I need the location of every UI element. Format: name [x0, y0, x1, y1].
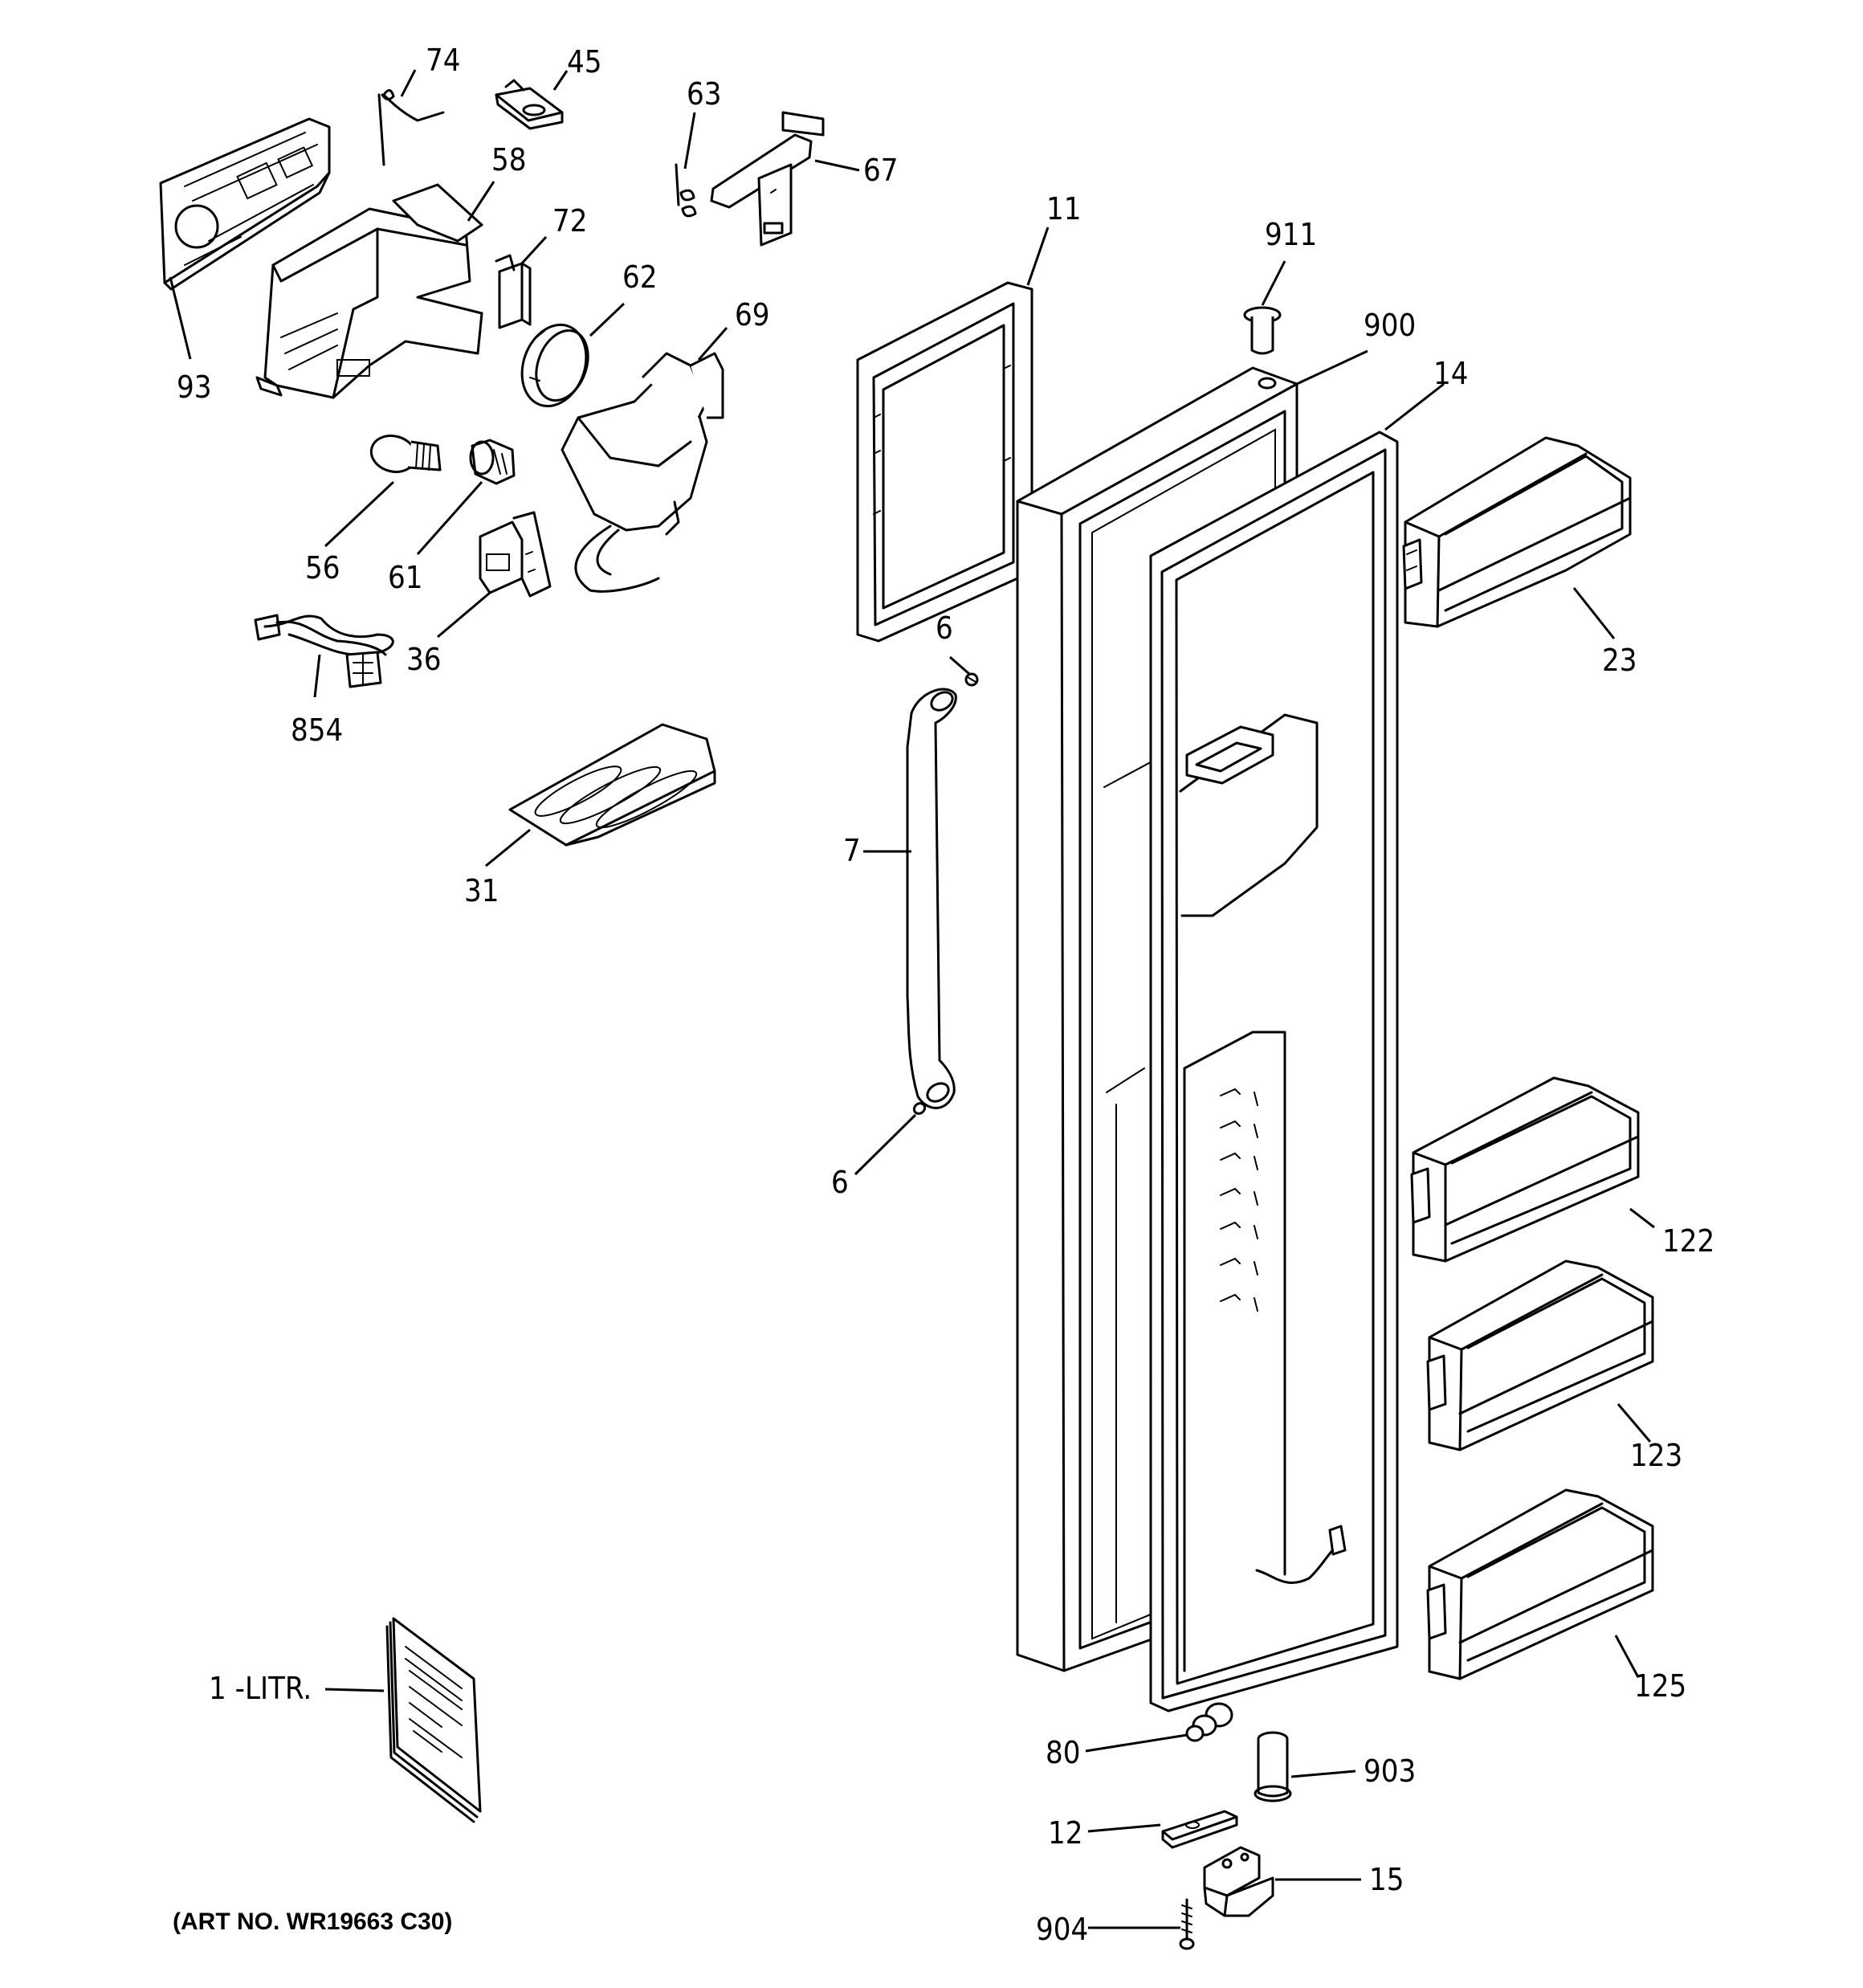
part-15-hinge[interactable] — [1203, 1846, 1274, 1917]
part-56-bulb[interactable] — [367, 431, 442, 477]
part-72-switch[interactable] — [495, 254, 532, 329]
part-6-screw-bottom[interactable] — [912, 1101, 927, 1116]
part-63-spring[interactable] — [675, 163, 697, 218]
label-6-bottom: 6 — [831, 1165, 849, 1200]
label-58: 58 — [491, 142, 527, 178]
part-93-control-panel[interactable] — [159, 117, 331, 291]
label-903: 903 — [1364, 1753, 1416, 1789]
label-14: 14 — [1433, 356, 1469, 391]
label-123: 123 — [1630, 1438, 1682, 1473]
part-7-handle[interactable] — [906, 688, 957, 1109]
label-911: 911 — [1265, 217, 1317, 252]
part-69-ice-chute[interactable] — [561, 352, 724, 593]
part-61-socket[interactable] — [469, 439, 516, 485]
label-74: 74 — [426, 43, 461, 78]
part-58-housing[interactable] — [255, 183, 483, 399]
part-6-screw-top[interactable] — [964, 672, 979, 687]
label-7: 7 — [843, 833, 861, 868]
label-900: 900 — [1364, 308, 1416, 343]
label-125: 125 — [1634, 1668, 1686, 1704]
label-31: 31 — [464, 873, 499, 908]
label-904: 904 — [1036, 1912, 1088, 1947]
label-67: 67 — [863, 153, 899, 188]
part-80-bushing[interactable] — [1185, 1702, 1233, 1742]
part-125-door-bin[interactable] — [1426, 1488, 1654, 1680]
label-69: 69 — [735, 297, 770, 333]
label-56: 56 — [305, 550, 340, 586]
leader-lines — [169, 69, 1655, 1929]
label-854: 854 — [291, 712, 343, 748]
label-36: 36 — [406, 642, 442, 677]
label-1-litr: 1 -LITR. — [209, 1671, 312, 1706]
part-labels: 74 45 63 67 58 72 62 69 93 56 61 36 854 … — [173, 43, 1714, 1947]
label-61: 61 — [388, 560, 423, 595]
label-6-top: 6 — [936, 610, 953, 646]
label-45: 45 — [567, 44, 602, 80]
part-903-pin[interactable] — [1254, 1731, 1292, 1802]
label-122: 122 — [1662, 1223, 1714, 1259]
part-12-shim[interactable] — [1161, 1810, 1238, 1849]
label-62: 62 — [622, 259, 658, 295]
label-23: 23 — [1602, 643, 1637, 678]
part-122-door-bin[interactable] — [1410, 1076, 1640, 1263]
part-1-literature[interactable] — [385, 1617, 482, 1823]
part-23-door-bin[interactable] — [1402, 436, 1632, 628]
label-72: 72 — [552, 203, 588, 239]
part-123-door-bin[interactable] — [1426, 1259, 1654, 1451]
art-number: (ART NO. WR19663 C30) — [173, 1908, 452, 1935]
part-36-relay[interactable] — [479, 511, 552, 598]
label-63: 63 — [687, 76, 722, 112]
part-31-drip-tray[interactable] — [508, 723, 716, 847]
part-904-screw[interactable] — [1179, 1898, 1195, 1950]
label-12: 12 — [1048, 1815, 1083, 1851]
label-80: 80 — [1046, 1735, 1081, 1770]
label-11: 11 — [1046, 191, 1082, 227]
part-11-dispenser-recess[interactable] — [856, 281, 1033, 643]
part-62-ring[interactable] — [512, 316, 597, 415]
label-93: 93 — [177, 369, 212, 405]
part-854-harness[interactable] — [254, 614, 394, 688]
part-911-bushing[interactable] — [1243, 306, 1282, 355]
part-74-spring[interactable] — [377, 89, 445, 166]
part-14-gasket[interactable] — [1149, 431, 1399, 1712]
part-45-bracket[interactable] — [495, 79, 564, 130]
label-15: 15 — [1369, 1862, 1404, 1897]
part-67-hinge[interactable] — [710, 111, 825, 247]
